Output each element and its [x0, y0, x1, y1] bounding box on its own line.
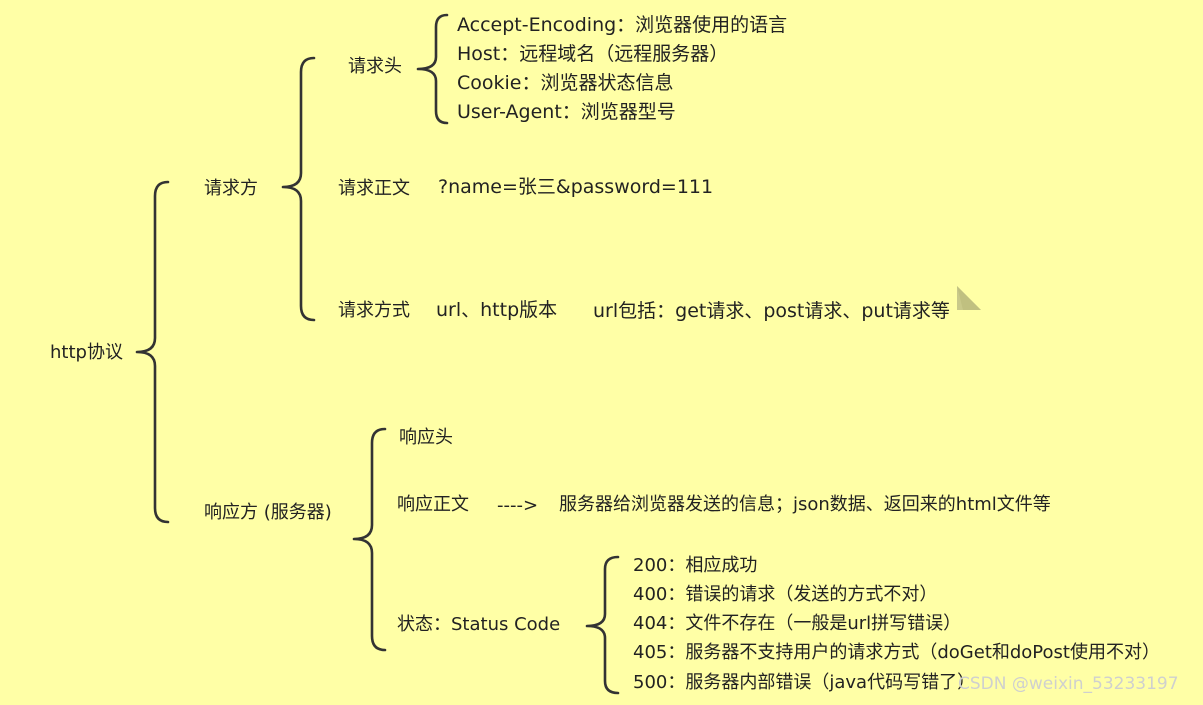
request-method-note: url包括：get请求、post请求、put请求等 — [593, 300, 950, 322]
request-method-node: 请求方式 — [338, 300, 410, 321]
response-body-arrow: ----> — [497, 495, 539, 516]
status-item: 200：相应成功 — [633, 555, 758, 576]
status-item: 500：服务器内部错误（java代码写错了） — [633, 672, 976, 693]
request-header-node: 请求头 — [348, 56, 402, 77]
request-header-item: Host：远程域名（远程服务器） — [457, 43, 729, 65]
status-node: 状态：Status Code — [397, 614, 561, 635]
watermark: CSDN @weixin_53233197 — [958, 674, 1179, 694]
status-item: 405：服务器不支持用户的请求方式（doGet和doPost使用不对） — [633, 642, 1160, 663]
request-body-node: 请求正文 — [338, 178, 410, 199]
status-item: 404：文件不存在（一般是url拼写错误） — [633, 613, 962, 634]
request-body-value: ?name=张三&password=111 — [438, 176, 714, 198]
request-header-item: Cookie：浏览器状态信息 — [457, 72, 674, 94]
root-node: http协议 — [50, 342, 123, 363]
request-method-value: url、http版本 — [436, 299, 558, 321]
request-header-item: User-Agent：浏览器型号 — [457, 101, 676, 123]
response-body-node: 响应正文 — [397, 494, 469, 515]
status-item: 400：错误的请求（发送的方式不对） — [633, 584, 938, 605]
response-brace — [352, 427, 387, 652]
folded-corner-icon — [957, 286, 981, 310]
request-brace — [281, 56, 316, 322]
response-node: 响应方 (服务器) — [204, 502, 332, 523]
root-brace — [135, 180, 170, 524]
response-body-value: 服务器给浏览器发送的信息；json数据、返回来的html文件等 — [559, 494, 1051, 515]
request-header-item: Accept-Encoding：浏览器使用的语言 — [457, 14, 788, 36]
response-header-node: 响应头 — [399, 427, 453, 448]
request-node: 请求方 — [204, 178, 258, 199]
status-brace — [585, 555, 620, 695]
request-header-brace — [416, 13, 449, 125]
